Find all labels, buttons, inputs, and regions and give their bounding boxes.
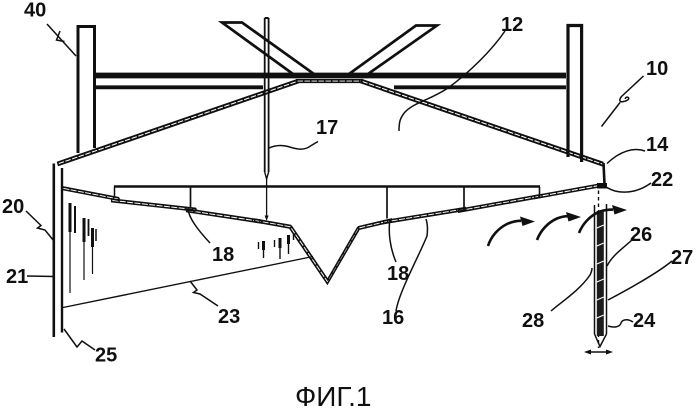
svg-text:17: 17 [316,117,338,139]
svg-text:21: 21 [6,266,28,288]
svg-text:ФИГ.1: ФИГ.1 [295,381,372,412]
svg-text:26: 26 [630,224,652,246]
svg-text:18: 18 [212,244,234,266]
svg-text:22: 22 [651,169,673,191]
svg-text:10: 10 [646,58,668,80]
svg-text:14: 14 [646,134,669,156]
svg-text:18: 18 [387,263,409,285]
svg-text:16: 16 [382,307,404,329]
svg-text:25: 25 [95,345,117,367]
svg-text:23: 23 [218,306,240,328]
svg-text:20: 20 [2,196,24,218]
svg-text:28: 28 [522,310,544,332]
svg-text:40: 40 [24,0,46,22]
svg-text:12: 12 [501,14,523,36]
svg-text:24: 24 [633,310,656,332]
svg-text:27: 27 [671,247,693,269]
